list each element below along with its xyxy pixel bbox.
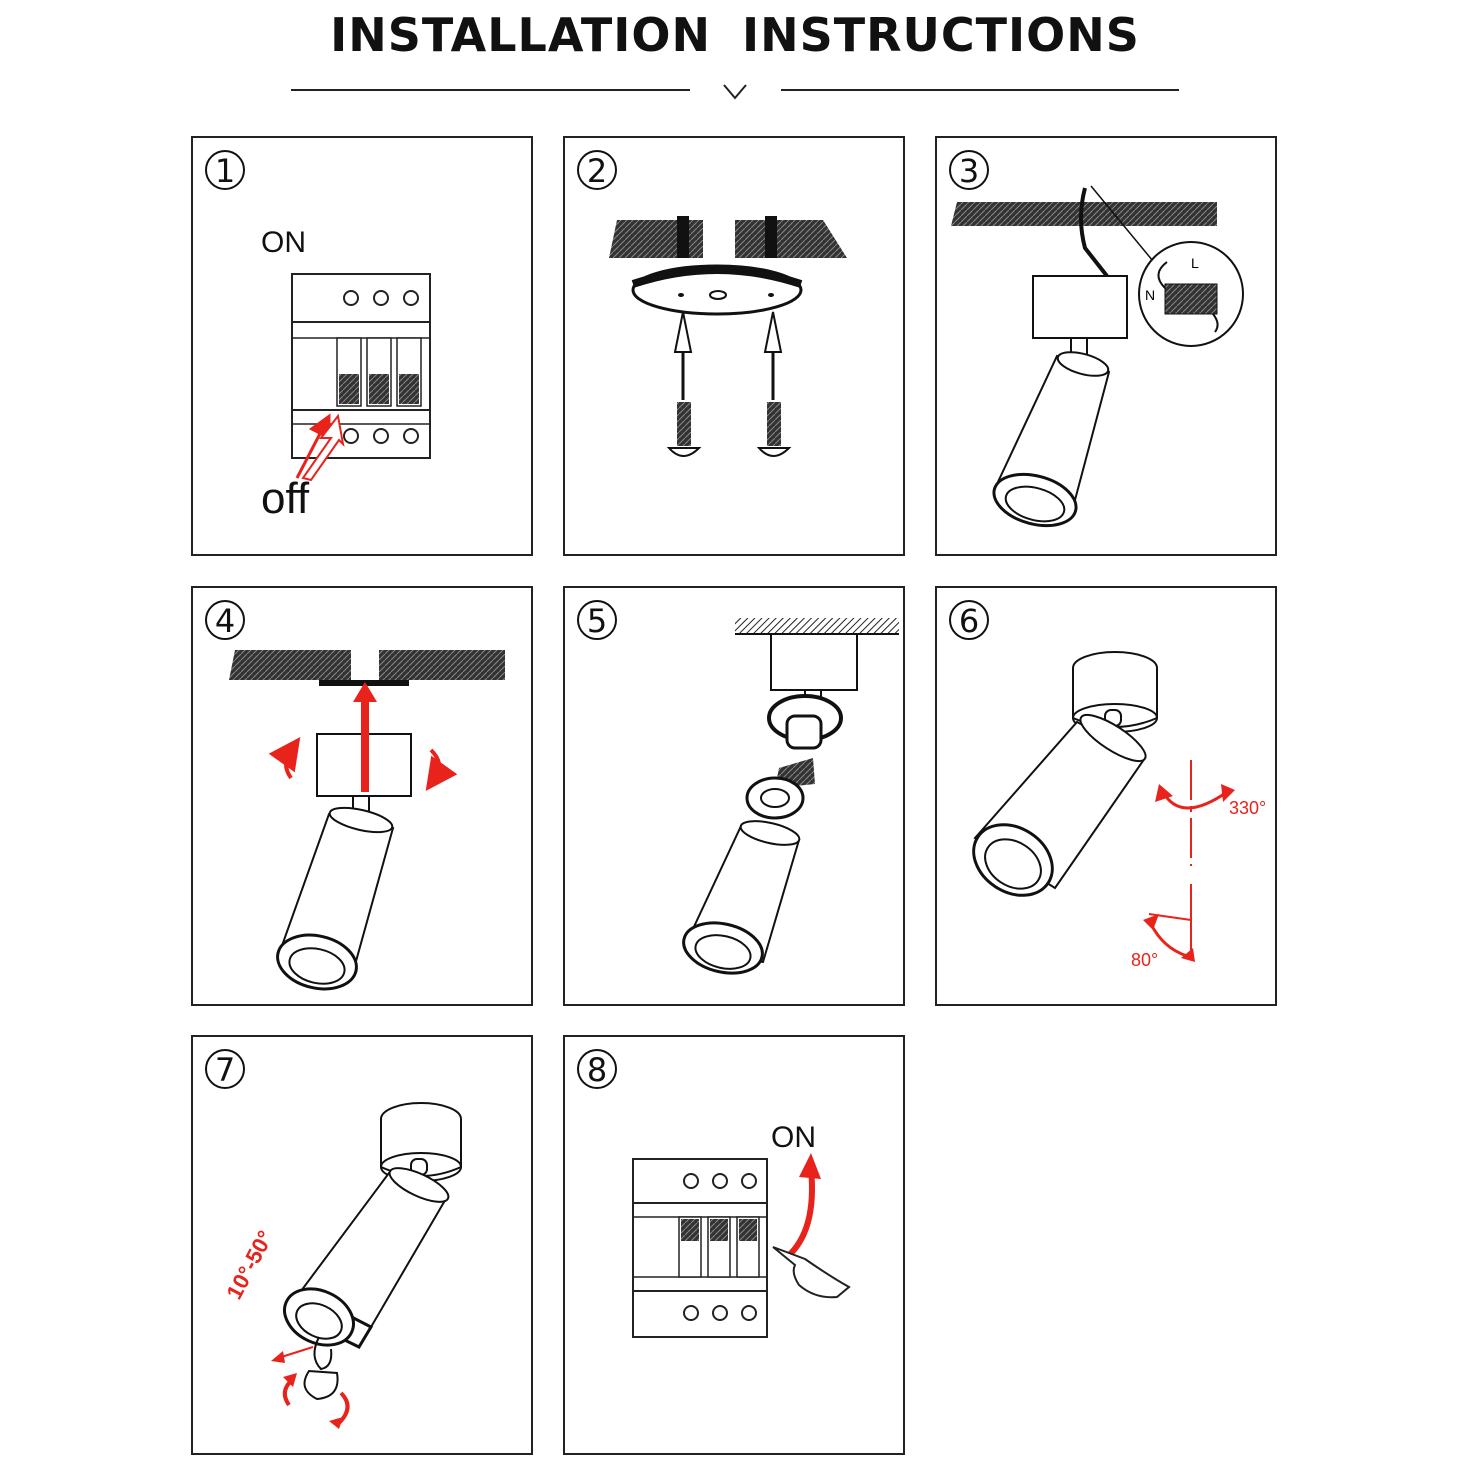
- step-6-panel: 6 330° 80°: [935, 586, 1277, 1006]
- wiring-connection-illustration: L N: [951, 185, 1244, 528]
- focus-angle-label: 10°-50°: [221, 1226, 278, 1303]
- step-number: 4: [205, 600, 245, 640]
- step-number: 5: [577, 600, 617, 640]
- circuit-breaker-off-illustration: [291, 273, 431, 482]
- off-label: off: [261, 474, 310, 523]
- focus-adjustment-illustration: 10°-50°: [221, 1102, 462, 1429]
- step-8-panel: 8 ON: [563, 1035, 905, 1455]
- rotation-adjustment-illustration: 330° 80°: [972, 651, 1266, 970]
- step-number: 3: [949, 150, 989, 190]
- step-3-panel: 3 L N: [935, 136, 1277, 556]
- step-number: 1: [205, 150, 245, 190]
- mounting-plate-screws-illustration: [609, 216, 847, 457]
- step-number: 7: [205, 1049, 245, 1089]
- bulb-insertion-illustration: [682, 618, 899, 975]
- step-number: 8: [577, 1049, 617, 1089]
- on-label: ON: [261, 226, 306, 259]
- step-number: 6: [949, 600, 989, 640]
- wire-l-label: L: [1191, 255, 1199, 271]
- step-7-panel: 7 10°-50°: [191, 1035, 533, 1455]
- step-4-panel: 4: [191, 586, 533, 1006]
- page-title: INSTALLATION INSTRUCTIONS: [330, 8, 1140, 62]
- step-5-panel: 5: [563, 586, 905, 1006]
- title-divider: [291, 84, 1179, 100]
- circuit-breaker-on-illustration: [632, 1153, 851, 1338]
- step-2-panel: 2: [563, 136, 905, 556]
- tilt-angle-label: 80°: [1131, 950, 1158, 970]
- rotation-angle-label: 330°: [1229, 798, 1266, 818]
- on-label: ON: [771, 1121, 816, 1154]
- fixing-base-illustration: [229, 650, 505, 991]
- step-1-panel: 1 ON off: [191, 136, 533, 556]
- step-number: 2: [577, 150, 617, 190]
- wire-n-label: N: [1145, 287, 1155, 303]
